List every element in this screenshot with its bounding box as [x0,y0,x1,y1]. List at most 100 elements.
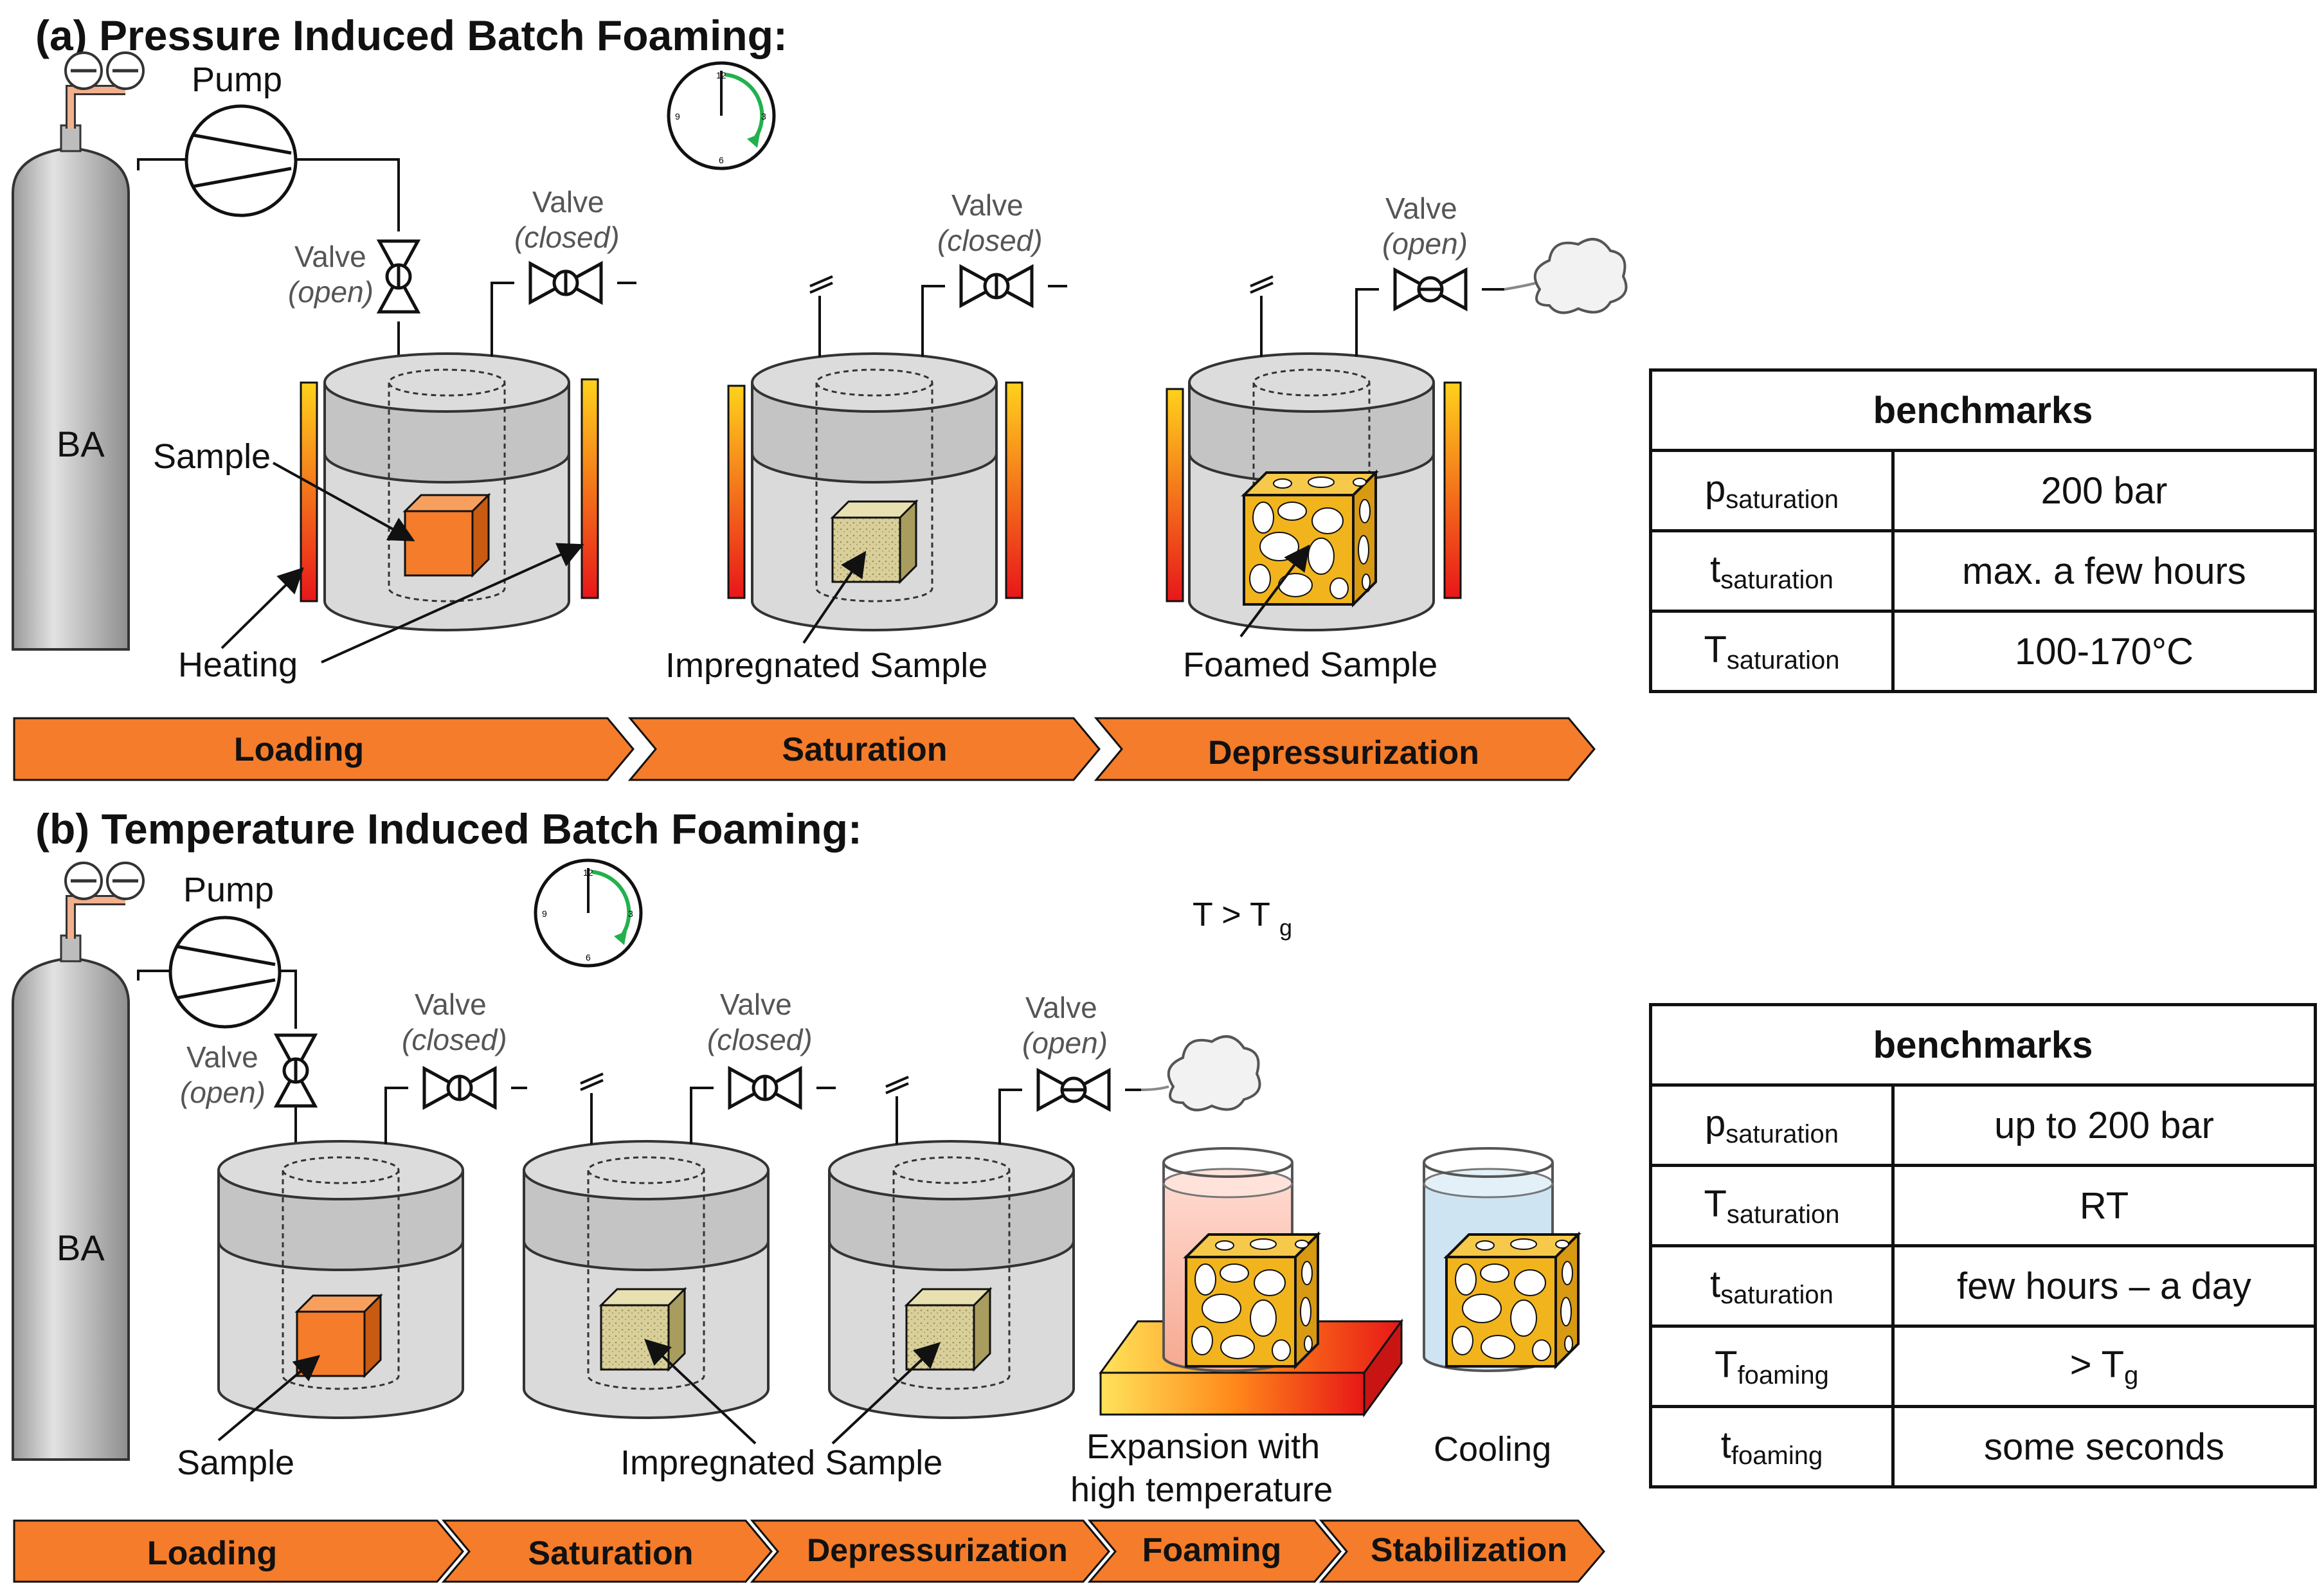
valve-label: Valve [186,1040,258,1074]
param-cell: psaturation [1649,1083,1895,1167]
stage-label: Depressurization [1208,734,1479,772]
value-cell: RT [1891,1164,2317,1247]
stage-label: Loading [147,1535,277,1572]
param-symbol: t [1710,1263,1721,1305]
condition-sub: g [1279,914,1292,941]
stage-arrow [441,1519,773,1583]
valve-closed-icon [530,264,601,302]
pump-icon [170,918,280,1027]
value-cell: max. a few hours [1891,529,2317,613]
param-cell: psaturation [1649,449,1895,532]
pipe [384,1087,527,1144]
clock-icon: 12 3 6 9 [669,63,774,168]
valve-state: (open) [1382,227,1468,260]
pipe-b [137,970,297,1144]
param-subscript: foaming [1737,1361,1829,1389]
foamed-sample-cube [1445,1233,1580,1368]
param-cell: Tsaturation [1649,610,1895,693]
valve-open-icon [1395,270,1466,309]
pointer-arrow [217,1355,321,1442]
vent-line [1140,1085,1169,1091]
value-cell: up to 200 bar [1891,1083,2317,1167]
clock-number: 12 [716,70,726,80]
foamed-sample-cube [1243,471,1377,606]
heater-right [1443,381,1462,599]
impregnated-label: Impregnated Sample [620,1443,942,1482]
benchmarks-header: benchmarks [1649,1003,2317,1087]
table-row: tsaturation few hours – a day [1649,1244,2317,1328]
valve-label: Valve [1385,192,1457,225]
valve-state: (closed) [707,1023,813,1056]
pointer-arrow [321,543,584,664]
stage-bar-a: Loading Saturation Depressurization [13,717,1596,781]
pointer-arrow [221,567,304,649]
value-cell: few hours – a day [1891,1244,2317,1328]
sample-label: Sample [153,437,271,476]
stage-label: Stabilization [1371,1532,1567,1569]
clock-number: 12 [583,867,593,878]
valve-state: (closed) [937,224,1043,257]
pressure-vessel [323,352,570,631]
valve-open-icon [379,241,418,312]
benchmarks-header: benchmarks [1649,368,2317,452]
pressure-vessel [523,1140,770,1419]
table-row: tfoaming some seconds [1649,1405,2317,1488]
heater-left [1166,388,1184,602]
stage-arrow [1094,717,1596,781]
stage-arrow [627,717,1101,781]
param-cell: Tsaturation [1649,1164,1895,1247]
param-symbol: T [1704,1182,1727,1225]
param-cell: tsaturation [1649,1244,1895,1328]
stage-label: Loading [234,731,364,768]
param-subscript: saturation [1725,485,1839,514]
gas-cylinder-b: BA [13,863,143,1460]
value-cell: 100-170°C [1891,610,2317,693]
clock-number: 6 [586,952,591,963]
valve-label: Valve [951,188,1023,222]
panel-a-title: (a) Pressure Induced Batch Foaming: [35,12,788,59]
impregnated-sample-cube [600,1288,686,1371]
impregnated-sample-cube [905,1288,991,1371]
valve-state: (closed) [514,221,620,254]
sample-label: Sample [177,1443,294,1482]
pipe-a [137,158,400,360]
temperature-condition: T > T g [1193,896,1292,941]
param-subscript: saturation [1725,1119,1839,1148]
gas-cylinder-a: BA [13,53,143,649]
table-row: Tsaturation RT [1649,1164,2317,1247]
value-cell: 200 bar [1891,449,2317,532]
impregnated-sample-cube [831,500,917,583]
clock-number: 3 [761,111,766,122]
value-cell: some seconds [1891,1405,2317,1488]
sample-cube [404,494,490,577]
foamed-label: Foamed Sample [1183,646,1437,684]
pump-label: Pump [192,60,282,99]
param-cell: tsaturation [1649,529,1895,613]
param-symbol: t [1710,548,1721,590]
heating-label: Heating [178,646,298,684]
foamed-sample-cube [1185,1233,1319,1368]
valve-state: (open) [1022,1026,1108,1060]
table-row: Tsaturation 100-170°C [1649,610,2317,693]
valve-label: Valve [415,988,487,1021]
gas-cloud-icon [1533,238,1628,314]
value-subscript: g [2124,1361,2139,1389]
valve-label: Valve [294,240,366,273]
param-subscript: saturation [1720,565,1833,594]
expansion-label-2: high temperature [1070,1470,1333,1509]
panel-b-title: (b) Temperature Induced Batch Foaming: [35,805,862,853]
valve-label: Valve [720,988,792,1021]
valve-label: Valve [532,185,604,219]
param-symbol: p [1705,467,1726,510]
pointer-arrow [802,550,867,644]
value-text: > T [2069,1343,2125,1386]
pipe [809,275,1067,357]
param-cell: Tfoaming [1649,1325,1895,1408]
vent-line [1504,282,1537,291]
pressure-vessel [751,352,998,631]
clock-number: 9 [675,111,680,122]
heater-left [300,381,318,602]
condition-text: T > T [1193,896,1270,934]
benchmarks-table-b: benchmarks psaturation up to 200 bar Tsa… [1649,1003,2317,1488]
param-symbol: t [1720,1424,1731,1466]
